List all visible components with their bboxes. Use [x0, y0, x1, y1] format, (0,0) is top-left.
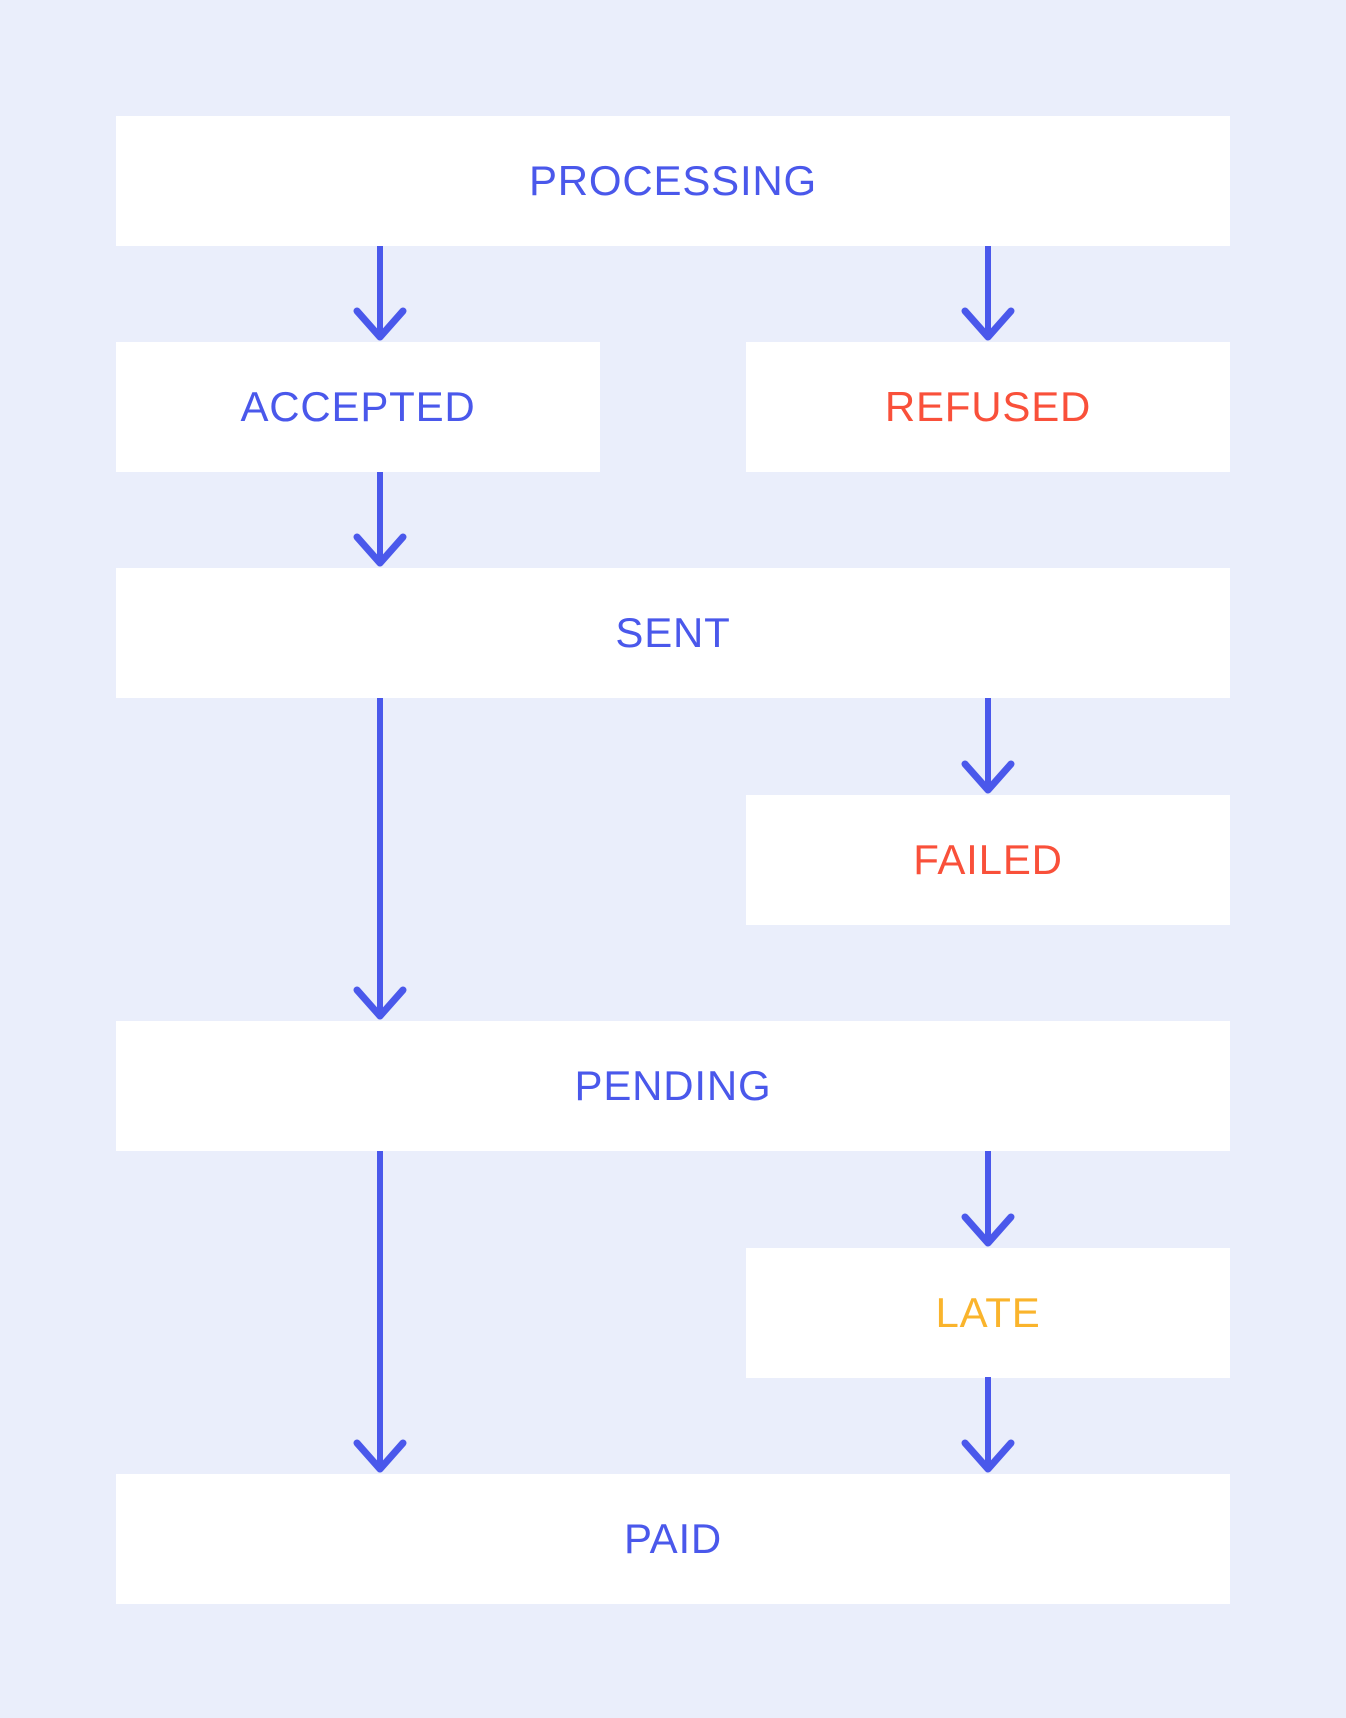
- node-paid-label: PAID: [623, 1515, 723, 1562]
- node-refused-label: REFUSED: [884, 383, 1092, 430]
- arrow-processing-to-refused-icon: [961, 246, 1015, 341]
- arrow-pending-to-late-icon: [961, 1151, 1015, 1247]
- node-pending: PENDING: [116, 1021, 1230, 1151]
- node-accepted-label: ACCEPTED: [240, 383, 476, 430]
- arrow-pending-to-paid-icon: [353, 1151, 407, 1473]
- arrow-sent-to-failed-icon: [961, 698, 1015, 794]
- node-accepted: ACCEPTED: [116, 342, 600, 472]
- node-late: LATE: [746, 1248, 1230, 1378]
- arrow-processing-to-accepted-icon: [353, 246, 407, 341]
- node-sent: SENT: [116, 568, 1230, 698]
- node-processing-label: PROCESSING: [528, 157, 818, 204]
- node-paid: PAID: [116, 1474, 1230, 1604]
- node-failed: FAILED: [746, 795, 1230, 925]
- node-late-label: LATE: [935, 1289, 1041, 1336]
- node-sent-label: SENT: [615, 609, 731, 656]
- arrow-accepted-to-sent-icon: [353, 472, 407, 567]
- node-pending-label: PENDING: [574, 1062, 772, 1109]
- arrow-sent-to-pending-icon: [353, 698, 407, 1020]
- node-refused: REFUSED: [746, 342, 1230, 472]
- node-processing: PROCESSING: [116, 116, 1230, 246]
- node-failed-label: FAILED: [913, 836, 1063, 883]
- arrow-late-to-paid-icon: [961, 1377, 1015, 1473]
